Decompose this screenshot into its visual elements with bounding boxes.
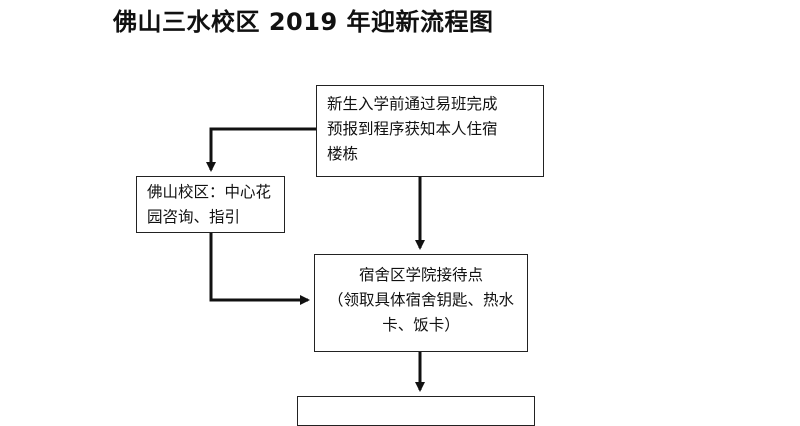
flow-step-campus-guidance: 佛山校区：中心花 园咨询、指引 (136, 176, 285, 233)
flow-connectors (206, 127, 425, 392)
flow-step-dorm-reception: 宿舍区学院接待点 （领取具体宿舍钥匙、热水 卡、饭卡） (314, 254, 528, 352)
flow-step-campus-guidance-line-1: 佛山校区：中心花 (147, 183, 272, 201)
connector-step2-to-step3 (209, 233, 310, 305)
flow-step-campus-guidance-line-2: 园咨询、指引 (147, 208, 241, 226)
flow-step-preregistration-line-3: 楼栋 (327, 145, 359, 163)
flow-step-dorm-reception-line-1: 宿舍区学院接待点 (358, 266, 483, 284)
flow-step-preregistration-line-1: 新生入学前通过易班完成 (327, 95, 498, 113)
flow-step-dorm-reception-line-2: （领取具体宿舍钥匙、热水 (327, 291, 514, 309)
flow-step-next-cropped (297, 396, 535, 426)
flow-step-preregistration-line-2: 预报到程序获知本人住宿 (327, 120, 498, 138)
page-title: 佛山三水校区 2019 年迎新流程图 (113, 8, 494, 36)
flow-step-preregistration: 新生入学前通过易班完成 预报到程序获知本人住宿 楼栋 (316, 85, 544, 177)
flow-step-dorm-reception-line-3: 卡、饭卡） (382, 316, 460, 334)
connector-step1-to-step2 (206, 127, 316, 172)
